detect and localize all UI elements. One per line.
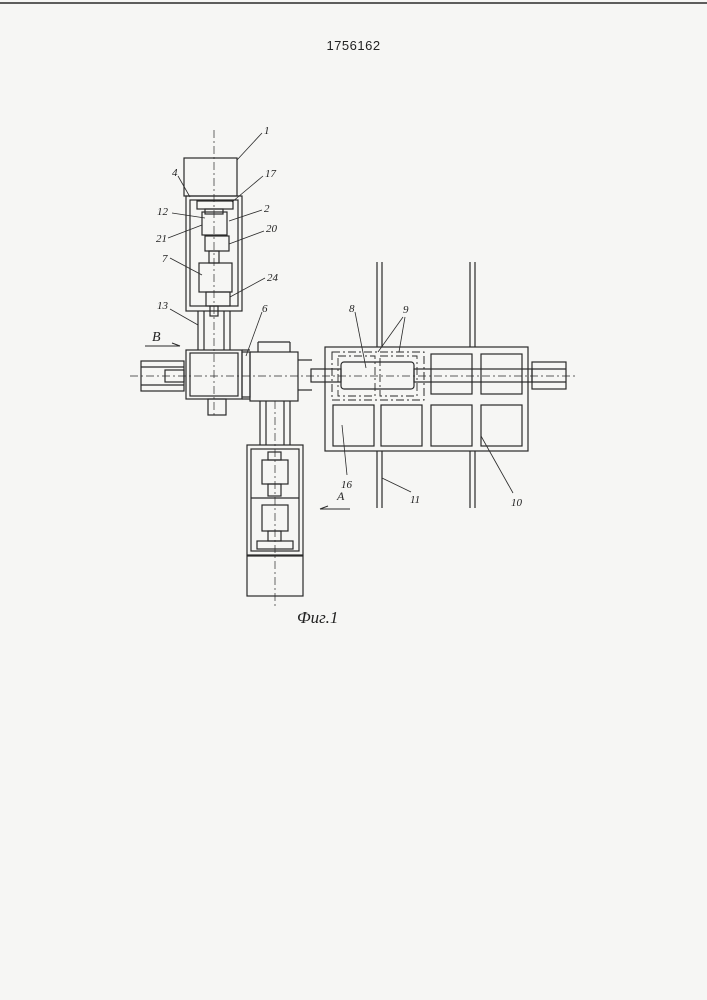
label-9: 9 [403, 304, 409, 316]
label-21: 21 [156, 233, 167, 245]
block-20 [205, 236, 229, 251]
block-7 [199, 263, 232, 292]
upper-assembly [184, 130, 242, 418]
compartment-16 [333, 405, 374, 446]
block-12 [202, 212, 227, 235]
label-6: 6 [262, 303, 268, 315]
view-arrow-b [145, 343, 180, 346]
junction-row [130, 342, 578, 415]
label-2: 2 [264, 203, 270, 215]
label-10: 10 [511, 497, 523, 509]
coupling-17 [197, 201, 233, 209]
rotor-block [250, 352, 298, 401]
carriage-8 [341, 362, 414, 389]
right-clamp [532, 362, 566, 389]
view-arrow-a [320, 506, 350, 509]
label-17: 17 [265, 168, 277, 180]
lower-assembly [247, 401, 303, 606]
leader-lines [168, 133, 513, 493]
label-7: 7 [162, 253, 168, 265]
motor-block-1 [184, 158, 237, 196]
label-a: A [336, 489, 345, 503]
figure-caption: Фиг.1 [297, 608, 338, 627]
label-11: 11 [410, 494, 420, 506]
block-24 [206, 292, 230, 306]
right-frame [311, 262, 566, 508]
label-8: 8 [349, 303, 355, 315]
label-13: 13 [157, 300, 169, 312]
label-1: 1 [264, 125, 270, 137]
label-4: 4 [172, 167, 178, 179]
gear-6 [242, 352, 250, 397]
label-12: 12 [157, 206, 169, 218]
label-20: 20 [266, 223, 278, 235]
label-24: 24 [267, 272, 279, 284]
label-b: B [152, 330, 161, 345]
